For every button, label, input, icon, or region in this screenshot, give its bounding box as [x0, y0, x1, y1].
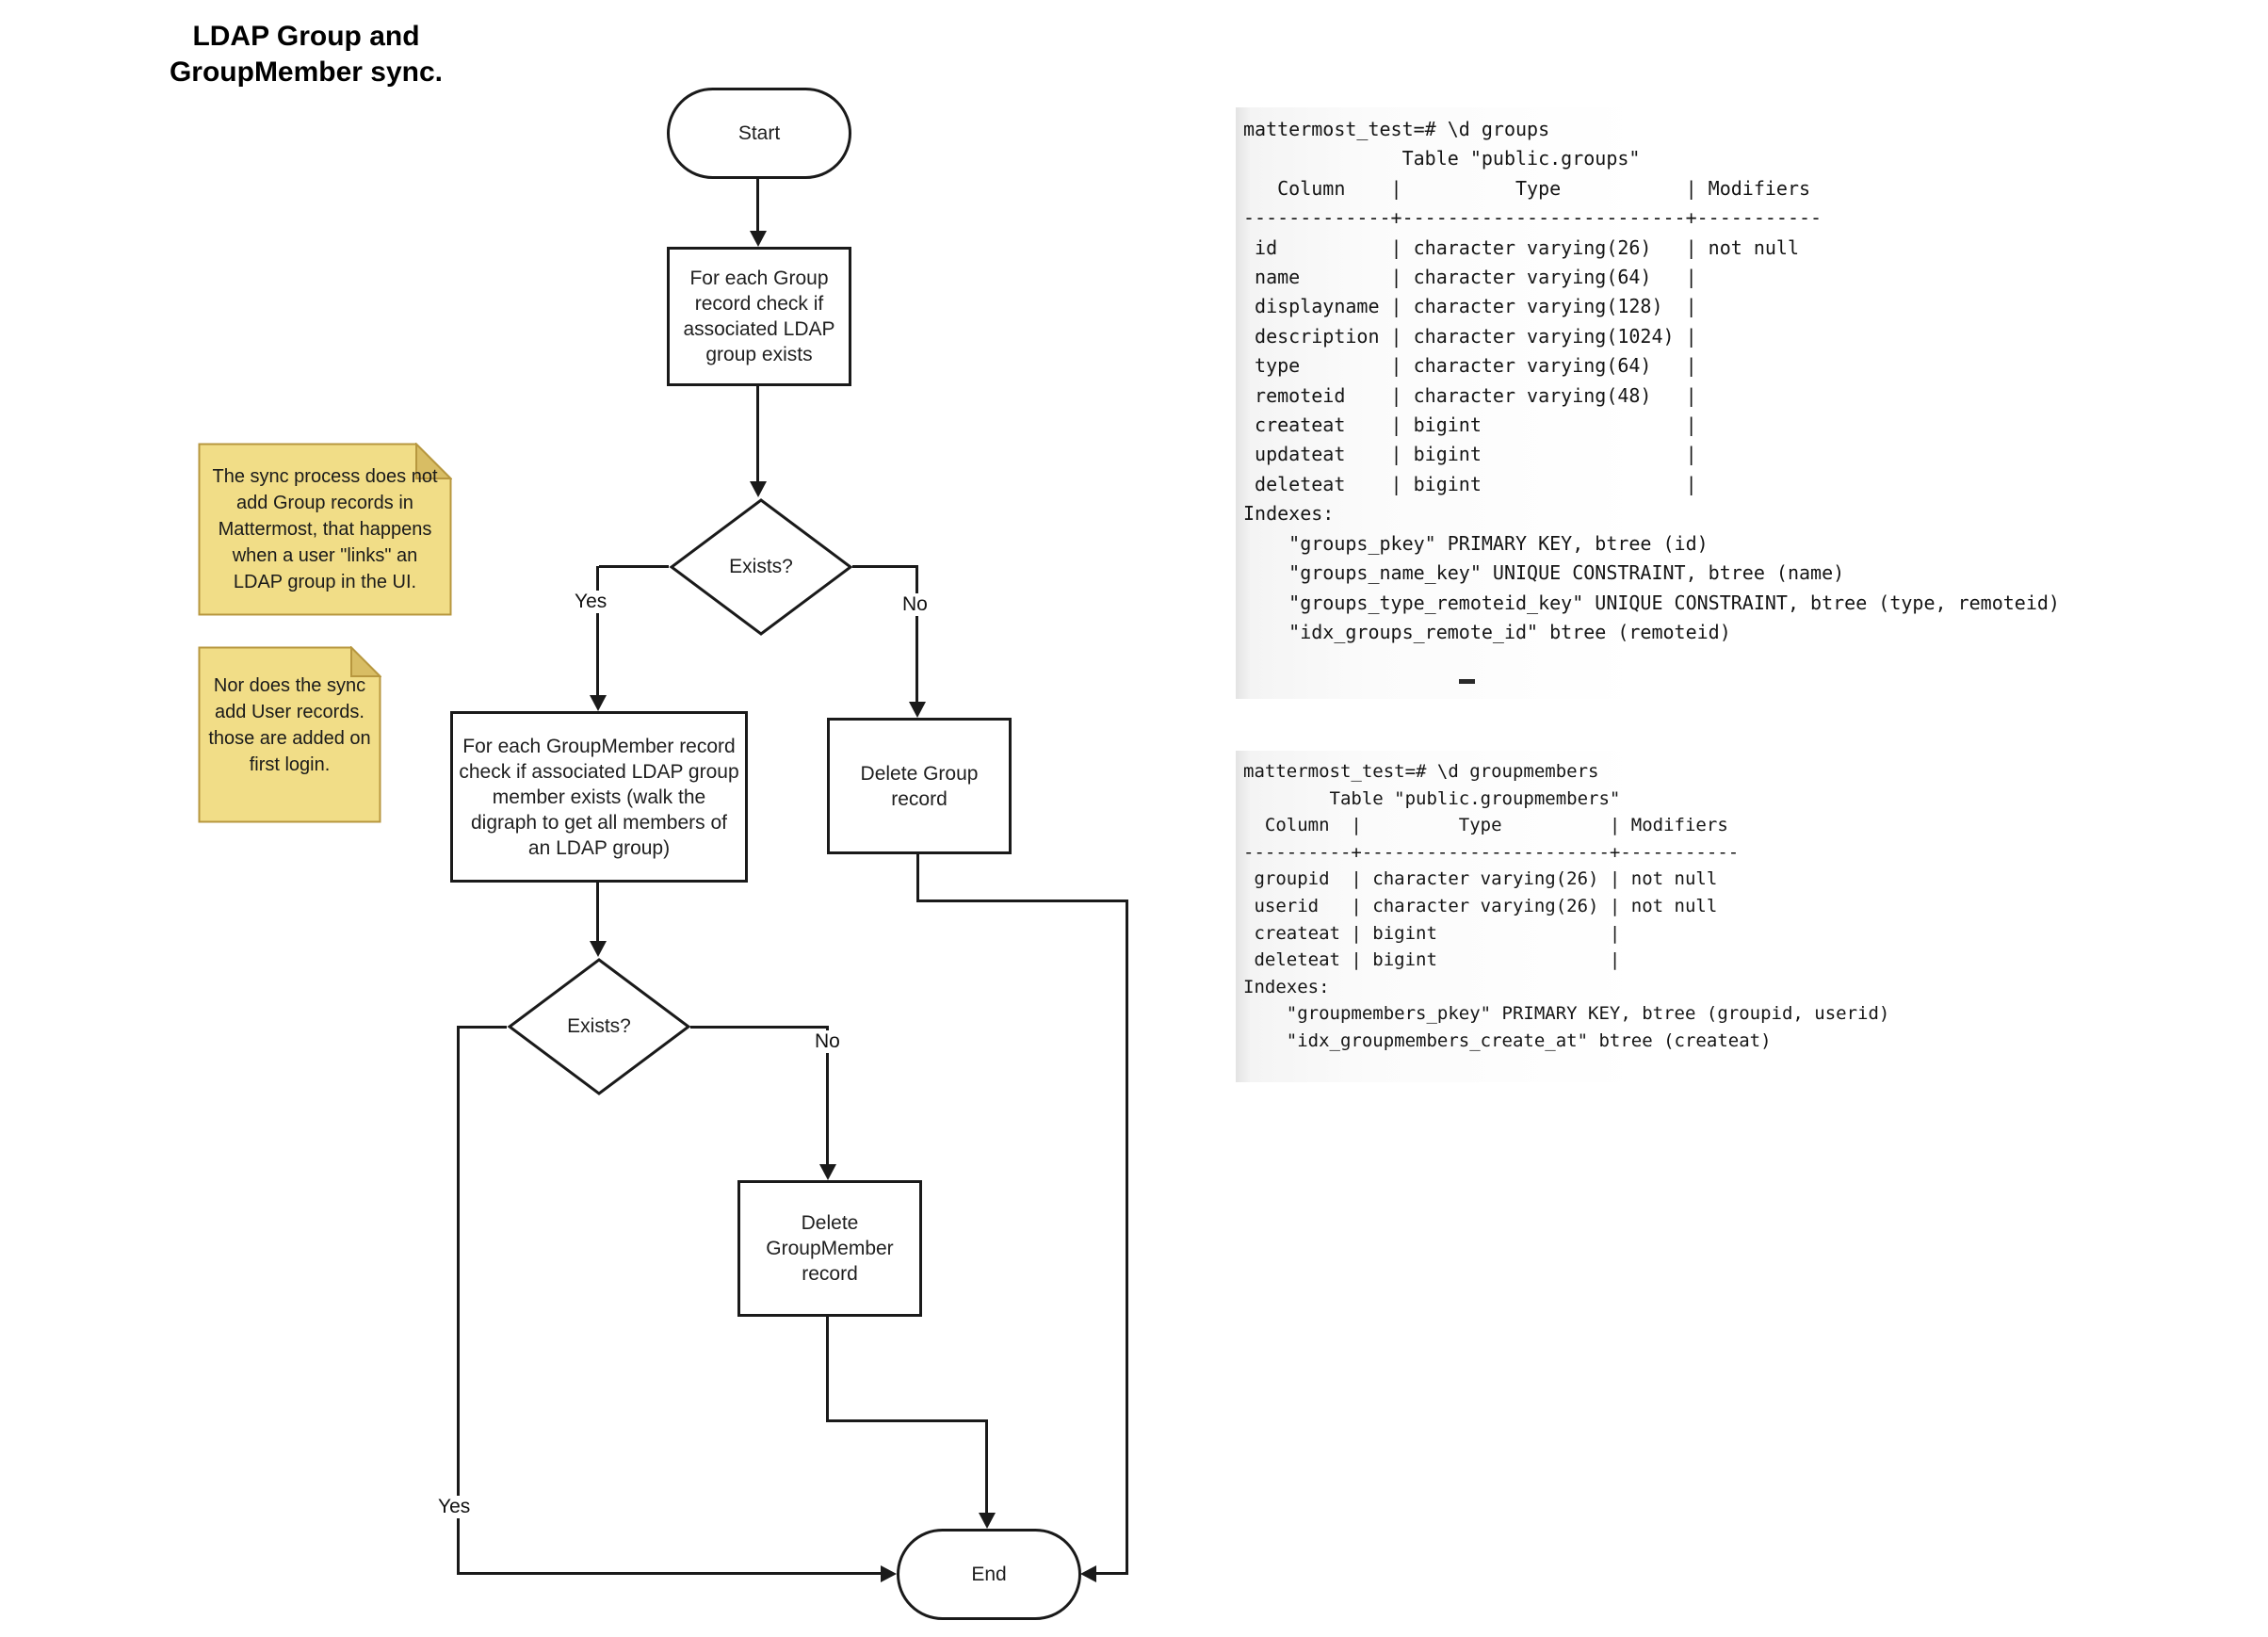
arrowhead-left-icon — [1080, 1565, 1096, 1582]
psql-output-groups-table: mattermost_test=# \d groups Table "publi… — [1236, 107, 2163, 699]
arrowhead-down-icon — [590, 941, 607, 957]
flow-node-delete-groupmember: Delete GroupMember record — [737, 1180, 922, 1317]
flow-node-group-exists-label: Exists? — [729, 556, 793, 577]
diamond-shape — [507, 958, 691, 1095]
sticky-note-user-records: Nor does the sync add User records. thos… — [198, 646, 381, 823]
flow-node-check-group: For each Group record check if associate… — [667, 247, 851, 386]
edge-delgrp-h1 — [916, 900, 1128, 902]
flow-node-start: Start — [667, 88, 851, 179]
arrowhead-down-icon — [750, 231, 767, 247]
flow-node-group-exists: Exists? — [669, 497, 853, 637]
sticky-note-shape — [198, 443, 452, 616]
edge-label-group-yes: Yes — [572, 591, 610, 613]
edge-delgm-v2 — [985, 1419, 988, 1513]
sticky-note-text: Nor does the sync add User records. thos… — [208, 675, 371, 775]
edge-start-to-check-group — [756, 179, 759, 234]
sticky-note-shape — [198, 646, 381, 823]
edge-group-yes-v — [596, 566, 599, 695]
edge-delgrp-v1 — [916, 854, 919, 902]
flow-node-delete-group: Delete Group record — [827, 718, 1012, 854]
edge-delgm-h — [826, 1419, 988, 1422]
flow-node-member-exists: Exists? — [507, 957, 691, 1096]
edge-group-no-v — [915, 566, 918, 702]
flow-node-start-label: Start — [737, 122, 781, 144]
edge-check-member-to-exists — [596, 883, 599, 941]
edge-group-yes-h — [599, 565, 669, 568]
diamond-shape — [669, 498, 853, 636]
arrowhead-right-icon — [881, 1565, 897, 1582]
flow-node-delete-groupmember-label: Delete GroupMember record — [766, 1212, 894, 1285]
flow-node-check-groupmember-label: For each GroupMember record check if ass… — [459, 735, 739, 859]
terminal-cursor — [1459, 679, 1475, 684]
edge-label-group-no: No — [899, 593, 931, 616]
folded-corner-icon — [350, 646, 381, 677]
edge-member-no-h — [690, 1026, 829, 1029]
edge-delgrp-h2 — [1096, 1572, 1128, 1575]
diagram-title: LDAP Group and GroupMember sync. — [169, 21, 444, 88]
flow-node-delete-group-label: Delete Group record — [860, 762, 979, 810]
edge-label-member-no: No — [812, 1030, 843, 1053]
arrowhead-down-icon — [909, 702, 926, 718]
edge-member-no-v — [826, 1026, 829, 1164]
flow-node-end-label: End — [971, 1564, 1007, 1585]
arrowhead-down-icon — [979, 1513, 996, 1529]
edge-member-yes-h1 — [459, 1026, 507, 1029]
edge-check-group-to-exists — [756, 386, 759, 481]
psql-output-groupmembers-table: mattermost_test=# \d groupmembers Table … — [1236, 751, 1942, 1082]
edge-member-yes-v — [457, 1026, 460, 1575]
sticky-note-text: The sync process does not add Group reco… — [212, 466, 438, 592]
flow-node-check-groupmember: For each GroupMember record check if ass… — [450, 711, 748, 883]
edge-member-yes-h2 — [457, 1572, 881, 1575]
arrowhead-down-icon — [819, 1164, 836, 1180]
flow-node-end: End — [897, 1529, 1081, 1620]
sticky-note-group-sync: The sync process does not add Group reco… — [198, 443, 452, 616]
arrowhead-down-icon — [750, 481, 767, 497]
edge-delgrp-v2 — [1126, 900, 1128, 1575]
flow-node-check-group-label: For each Group record check if associate… — [683, 267, 835, 365]
arrowhead-down-icon — [590, 695, 607, 711]
flow-node-member-exists-label: Exists? — [567, 1015, 631, 1037]
edge-label-member-yes: Yes — [435, 1496, 474, 1518]
edge-delgm-v1 — [826, 1317, 829, 1422]
folded-corner-icon — [415, 443, 452, 479]
edge-group-no-h — [852, 565, 918, 568]
